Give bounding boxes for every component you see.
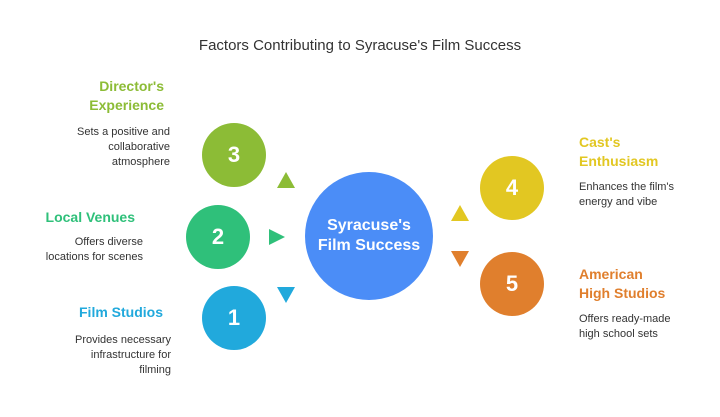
hub-circle: Syracuse's Film Success: [305, 172, 433, 300]
factor-1-circle: 1: [202, 286, 266, 350]
triangle-up-arrow-icon: [451, 205, 469, 221]
factor-3-heading: Director's Experience: [40, 77, 164, 115]
factor-5-heading: American High Studios: [579, 265, 709, 303]
triangle-up-arrow-icon: [277, 172, 295, 188]
factor-1-number: 1: [227, 305, 241, 330]
factor-4-number: 4: [505, 175, 519, 200]
hub-label-line1: Syracuse's: [327, 217, 411, 234]
factor-5-description: Offers ready-made high school sets: [579, 312, 714, 342]
triangle-down-arrow-icon: [451, 251, 469, 267]
factor-5-desc-line1: Offers ready-made: [579, 313, 671, 325]
factor-2-desc-line2: locations for scenes: [45, 251, 143, 263]
factor-3-desc-line2: collaborative: [108, 141, 170, 153]
factor-4-desc-line2: energy and vibe: [579, 196, 658, 208]
factor-1-desc-line2: infrastructure for: [90, 349, 171, 361]
factor-4-heading-line1: Cast's: [579, 134, 621, 150]
factor-4-description: Enhances the film's energy and vibe: [579, 180, 714, 210]
factor-3-heading-line1: Director's: [99, 78, 164, 94]
factor-1-heading-line1: Film Studios: [79, 304, 163, 320]
factor-5-heading-line1: American: [579, 266, 643, 282]
triangle-down-arrow-icon: [277, 287, 295, 303]
factor-2-circle: 2: [186, 205, 250, 269]
factor-4-desc-line1: Enhances the film's: [579, 181, 675, 193]
factor-5-number: 5: [505, 271, 519, 296]
factor-1-desc-line1: Provides necessary: [75, 334, 171, 346]
factor-3-heading-line2: Experience: [89, 97, 164, 113]
factor-2-description: Offers diverse locations for scenes: [20, 235, 143, 265]
factor-5-heading-line2: High Studios: [579, 285, 666, 301]
factor-1-heading: Film Studios: [40, 303, 163, 322]
factor-2-number: 2: [211, 224, 225, 249]
factor-2-heading-line1: Local Venues: [45, 209, 135, 225]
factor-3-desc-line1: Sets a positive and: [77, 126, 170, 138]
factor-4-heading: Cast's Enthusiasm: [579, 133, 709, 171]
hub-label-line2: Film Success: [317, 237, 421, 254]
factor-5-desc-line2: high school sets: [579, 328, 658, 340]
factor-5-circle: 5: [480, 252, 544, 316]
factor-2-desc-line1: Offers diverse: [74, 236, 143, 248]
factor-2-heading: Local Venues: [20, 208, 135, 227]
factor-3-description: Sets a positive and collaborative atmosp…: [40, 125, 170, 170]
factor-1-description: Provides necessary infrastructure for fi…: [40, 333, 171, 378]
factor-3-circle: 3: [202, 123, 266, 187]
triangle-right-arrow-icon: [269, 229, 285, 245]
diagram-title: Factors Contributing to Syracuse's Film …: [198, 37, 522, 54]
factor-4-circle: 4: [480, 156, 544, 220]
factor-4-heading-line2: Enthusiasm: [579, 153, 659, 169]
factor-1-desc-line3: filming: [139, 364, 171, 376]
factor-3-number: 3: [227, 142, 241, 167]
factor-3-desc-line3: atmosphere: [111, 156, 170, 168]
